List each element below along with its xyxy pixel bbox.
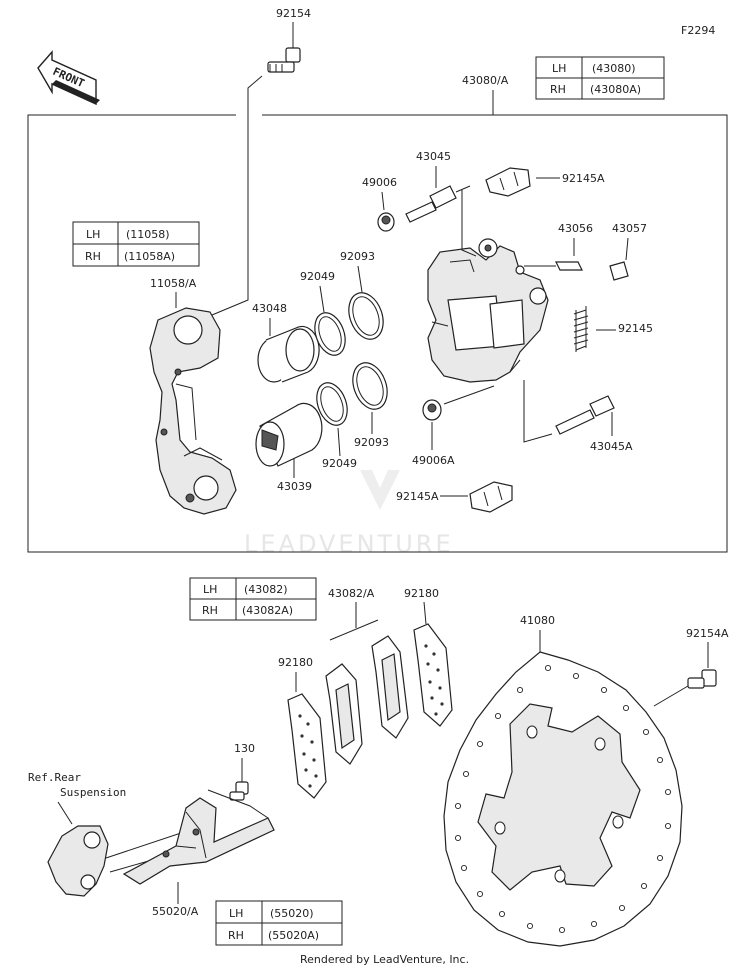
bolt-92154 xyxy=(267,47,301,73)
callout-43045A: 43045A xyxy=(590,440,633,453)
footer-credit: Rendered by LeadVenture, Inc. xyxy=(300,953,469,966)
callout-43080A: 43080/A xyxy=(462,74,509,87)
callout-92049-top: 92049 xyxy=(300,270,335,283)
callout-92093-top: 92093 xyxy=(340,250,375,263)
callout-130: 130 xyxy=(234,742,255,755)
cap-43057 xyxy=(609,261,629,281)
table-side: LH xyxy=(86,228,100,241)
spring-92145 xyxy=(573,306,589,352)
watermark-text: LEADVENTURE xyxy=(244,530,454,558)
piston-43039 xyxy=(255,402,323,467)
side-table-caliper: LH (43080) RH (43080A) xyxy=(535,56,665,100)
brake-pad-43082-left xyxy=(325,663,363,765)
callout-92049-bottom: 92049 xyxy=(322,457,357,470)
callout-43039: 43039 xyxy=(277,480,312,493)
table-side: RH xyxy=(85,250,101,263)
table-part: (55020) xyxy=(270,907,314,920)
callout-92093-bottom: 92093 xyxy=(354,436,389,449)
table-side: LH xyxy=(203,583,217,596)
callout-49006A: 49006A xyxy=(412,454,455,467)
table-part: (43080A) xyxy=(590,83,641,96)
table-part: (43080) xyxy=(592,62,636,75)
callout-92180-right: 92180 xyxy=(404,587,439,600)
figure-code: F2294 xyxy=(681,24,715,37)
callout-92145: 92145 xyxy=(618,322,653,335)
bolt-92154A xyxy=(687,669,717,689)
callout-49006: 49006 xyxy=(362,176,397,189)
callout-43082A: 43082/A xyxy=(328,587,375,600)
boot-49006A xyxy=(422,399,442,421)
boot-49006 xyxy=(377,212,395,232)
bolt-130 xyxy=(229,781,249,801)
rear-suspension-bracket xyxy=(47,825,109,897)
seal-92049-top xyxy=(314,312,346,356)
callout-43048: 43048 xyxy=(252,302,287,315)
seal-92049-bottom xyxy=(316,382,348,426)
table-side: LH xyxy=(229,907,243,920)
clip-92145A-top xyxy=(485,167,531,197)
ref-text-line2: Suspension xyxy=(60,786,126,799)
callout-92145A-bottom: 92145A xyxy=(396,490,439,503)
callout-55020A: 55020/A xyxy=(152,905,199,918)
table-part: (43082A) xyxy=(242,604,293,617)
shim-92180-right xyxy=(413,623,453,727)
table-side: RH xyxy=(550,83,566,96)
shim-92180-left xyxy=(287,693,327,799)
piston-43048 xyxy=(257,325,320,383)
table-part: (11058) xyxy=(126,228,170,241)
ref-text-line1: Ref.Rear xyxy=(28,771,81,784)
caliper-body-43080 xyxy=(427,238,549,383)
caliper-bracket-11058 xyxy=(149,307,237,515)
table-side: RH xyxy=(202,604,218,617)
callout-92154: 92154 xyxy=(276,7,311,20)
seal-92093-bottom xyxy=(352,362,388,410)
callout-92180-left: 92180 xyxy=(278,656,313,669)
seal-92093-top xyxy=(348,292,384,340)
brake-disc-41080 xyxy=(443,651,683,947)
side-table-pads: LH (43082) RH (43082A) xyxy=(189,577,317,621)
callout-43045: 43045 xyxy=(416,150,451,163)
side-table-guard: LH (55020) RH (55020A) xyxy=(215,900,343,946)
brake-pad-43082-right xyxy=(371,635,409,739)
table-part: (55020A) xyxy=(268,929,319,942)
bleed-screw-43056 xyxy=(524,261,583,271)
callout-11058A: 11058/A xyxy=(150,277,197,290)
chain-guard-55020 xyxy=(122,797,275,885)
callout-43057: 43057 xyxy=(612,222,647,235)
front-arrow-icon: FRONT xyxy=(37,50,100,106)
callout-92145A-top: 92145A xyxy=(562,172,605,185)
callout-41080: 41080 xyxy=(520,614,555,627)
callout-92154A: 92154A xyxy=(686,627,729,640)
table-part: (43082) xyxy=(244,583,288,596)
side-table-bracket: LH (11058) RH (11058A) xyxy=(72,221,200,267)
table-part: (11058A) xyxy=(124,250,175,263)
slide-pin-43045A xyxy=(555,395,615,435)
table-side: RH xyxy=(228,929,244,942)
callout-43056: 43056 xyxy=(558,222,593,235)
watermark: LEADVENTURE xyxy=(244,470,454,558)
caliper-group-frame xyxy=(27,114,728,553)
clip-92145A-bottom xyxy=(469,481,513,513)
table-side: LH xyxy=(552,62,566,75)
slide-pin-43045 xyxy=(405,185,471,223)
